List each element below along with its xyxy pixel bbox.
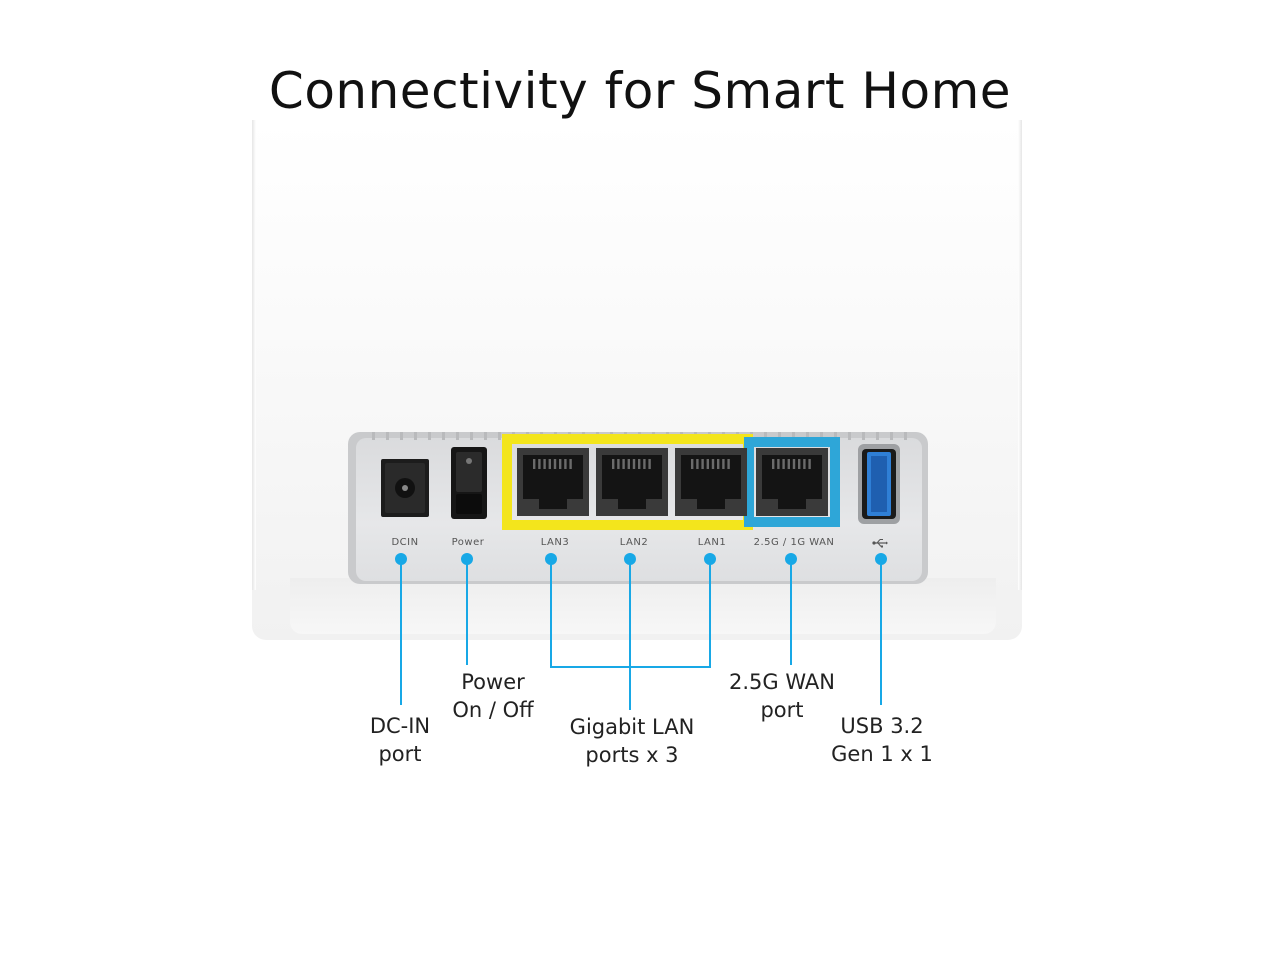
vent-slot — [638, 432, 641, 440]
callout-line-lan2 — [629, 560, 631, 710]
router-base — [290, 578, 996, 634]
port-panel-face — [356, 438, 922, 581]
vent-slot — [610, 432, 613, 440]
vent-slot — [792, 432, 795, 440]
callout-dot-wan — [785, 553, 797, 565]
callout-lan-line2: ports x 3 — [585, 743, 679, 767]
vent-slot — [568, 432, 571, 440]
vent-slot — [512, 432, 515, 440]
vent-slot — [736, 432, 739, 440]
callout-dot-usb — [875, 553, 887, 565]
callout-power-line2: On / Off — [452, 698, 534, 722]
vent-slot — [540, 432, 543, 440]
callout-dcin-line1: DC-IN — [369, 714, 431, 738]
vent-slot — [372, 432, 375, 440]
vent-slot — [806, 432, 809, 440]
page-title: Connectivity for Smart Home — [268, 62, 1012, 120]
vent-slot — [666, 432, 669, 440]
callout-lan-line1: Gigabit LAN — [569, 715, 695, 739]
callout-power: Power On / Off — [433, 668, 553, 724]
vent-slot — [526, 432, 529, 440]
callout-dot-lan2 — [624, 553, 636, 565]
callout-dcin-line2: port — [378, 742, 422, 766]
vent-slot — [582, 432, 585, 440]
vent-slot — [876, 432, 879, 440]
vent-slot — [778, 432, 781, 440]
vent-slot — [890, 432, 893, 440]
vent-slot — [624, 432, 627, 440]
port-label-lan3: LAN3 — [540, 537, 570, 548]
callout-line-lan3 — [550, 560, 552, 668]
port-label-lan2: LAN2 — [619, 537, 649, 548]
vent-slot — [400, 432, 403, 440]
callout-wan-line2: port — [760, 698, 804, 722]
vent-slot — [764, 432, 767, 440]
vent-slot — [554, 432, 557, 440]
vent-slot — [708, 432, 711, 440]
callout-power-line1: Power — [461, 670, 525, 694]
vent-slot — [456, 432, 459, 440]
callout-lan: Gigabit LAN ports x 3 — [552, 713, 712, 769]
vent-slot — [442, 432, 445, 440]
callout-dot-lan3 — [545, 553, 557, 565]
vent-slot — [820, 432, 823, 440]
callout-wan: 2.5G WAN port — [722, 668, 842, 724]
vent-slot — [904, 432, 907, 440]
port-label-power: Power — [451, 537, 485, 548]
callout-usb: USB 3.2 Gen 1 x 1 — [822, 712, 942, 768]
usb-icon — [872, 537, 888, 551]
callout-line-power — [466, 560, 468, 665]
port-label-wan: 2.5G / 1G WAN — [753, 537, 835, 548]
callout-dot-lan1 — [704, 553, 716, 565]
vent-slot — [498, 432, 501, 440]
vent-slot — [596, 432, 599, 440]
vent-slot — [848, 432, 851, 440]
callout-usb-line2: Gen 1 x 1 — [831, 742, 933, 766]
callout-line-usb — [880, 560, 882, 705]
router-edge-left — [252, 120, 256, 590]
port-label-lan1: LAN1 — [697, 537, 727, 548]
callout-line-lan1 — [709, 560, 711, 668]
vent-slot — [484, 432, 487, 440]
vent-slot — [680, 432, 683, 440]
callout-wan-line1: 2.5G WAN — [728, 670, 836, 694]
vent-slot — [694, 432, 697, 440]
port-label-dcin: DCIN — [391, 537, 419, 548]
vent-slot — [652, 432, 655, 440]
callout-usb-line1: USB 3.2 — [840, 714, 924, 738]
callout-dcin: DC-IN port — [350, 712, 450, 768]
router-edge-right — [1018, 120, 1022, 590]
callout-dot-power — [461, 553, 473, 565]
vent-slot — [834, 432, 837, 440]
vent-slot — [470, 432, 473, 440]
vent-slot — [722, 432, 725, 440]
vent-slot — [862, 432, 865, 440]
callout-line-wan — [790, 560, 792, 665]
callout-line-dcin — [400, 560, 402, 705]
callout-dot-dcin — [395, 553, 407, 565]
callout-line-lan-join — [550, 666, 711, 668]
vent-slot — [414, 432, 417, 440]
vent-slot — [428, 432, 431, 440]
vent-slot — [750, 432, 753, 440]
vent-slot — [386, 432, 389, 440]
